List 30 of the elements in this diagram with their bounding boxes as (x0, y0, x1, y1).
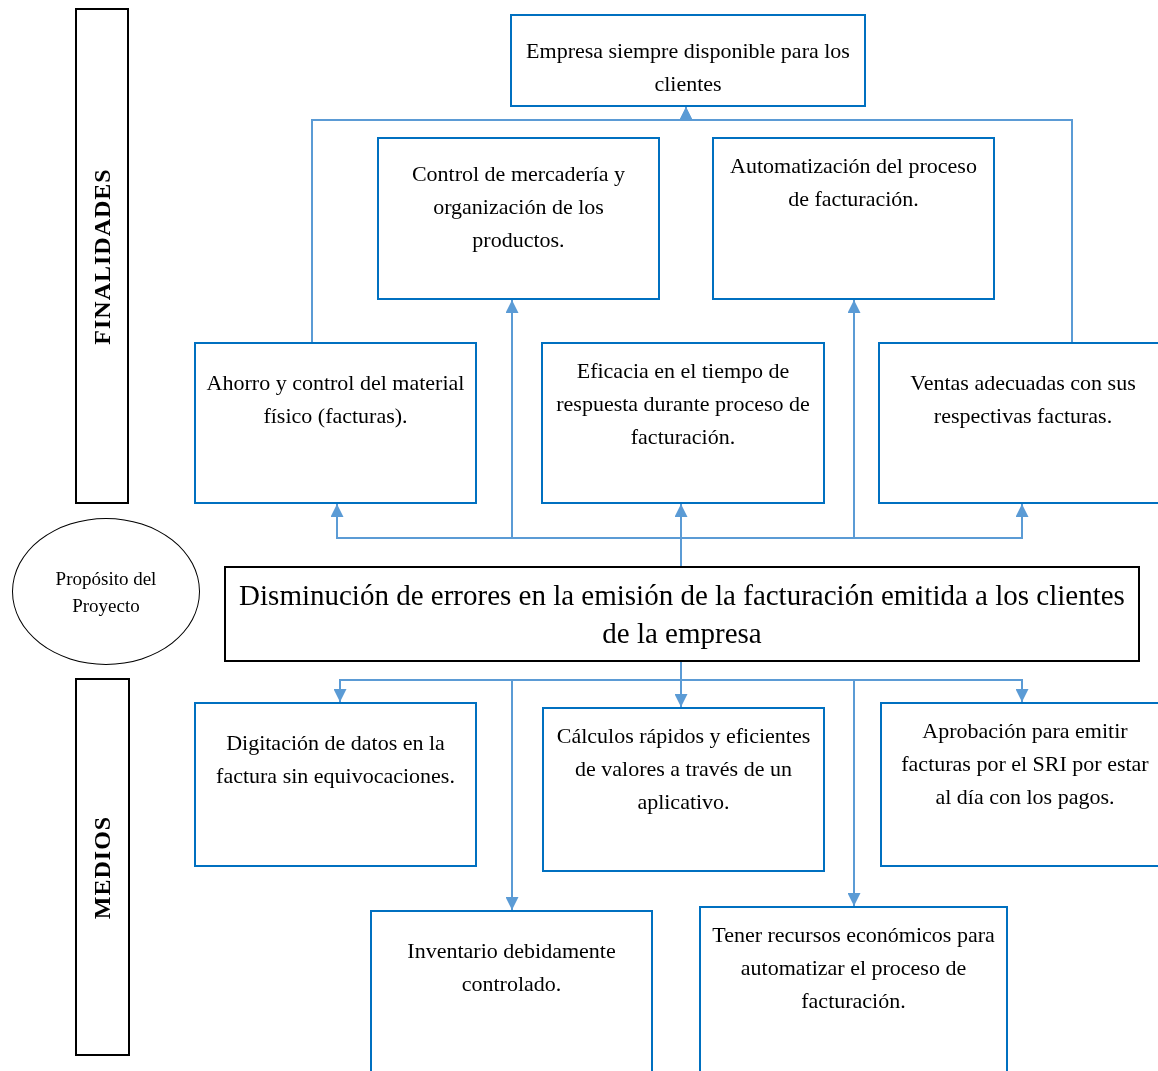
box-text: Eficacia en el tiempo de respuesta durante proceso de facturación. (555, 357, 811, 451)
box-text: Aprobación para emitir facturas por el SRI por estar al día con los pagos. (900, 717, 1150, 811)
text-box (880, 702, 1158, 867)
main-purpose-box (224, 566, 1140, 662)
box-text: Control de mercadería y organización de los productos. (410, 160, 627, 254)
text-box (510, 14, 866, 107)
text-box (194, 342, 477, 504)
box-text: Digitación de datos en la factura sin equivocaciones. (215, 729, 456, 790)
text-box (541, 342, 825, 504)
box-text: Automatización del proceso de facturación. (729, 152, 978, 213)
box-text: Disminución de errores en la emisión de la facturación emitida a los clientes de la empresa (238, 578, 1126, 651)
text-box (194, 702, 477, 867)
text-box (699, 906, 1008, 1071)
box-text: Propósito del Proyecto (54, 566, 158, 618)
box-text: Ventas adecuadas con sus respectivas facturas. (909, 369, 1137, 430)
box-text: Inventario debidamente controlado. (406, 937, 617, 998)
box-text: Ahorro y control del material físico (facturas). (206, 369, 465, 430)
vertical-label-band (75, 8, 129, 504)
box-text: Empresa siempre disponible para los clientes (525, 37, 851, 98)
connector-arrow (679, 106, 1073, 343)
text-box (377, 137, 660, 300)
text-box (878, 342, 1158, 504)
band-label: FINALIDADES (87, 167, 116, 345)
box-text: Cálculos rápidos y eficientes de valores a través de un aplicativo. (555, 722, 812, 816)
vertical-label-band (75, 678, 130, 1056)
text-box (370, 910, 653, 1071)
text-box (712, 137, 995, 300)
band-label: MEDIOS (88, 815, 116, 919)
text-box (542, 707, 825, 872)
box-text: Tener recursos económicos para automatizar el proceso de facturación. (711, 921, 996, 1015)
